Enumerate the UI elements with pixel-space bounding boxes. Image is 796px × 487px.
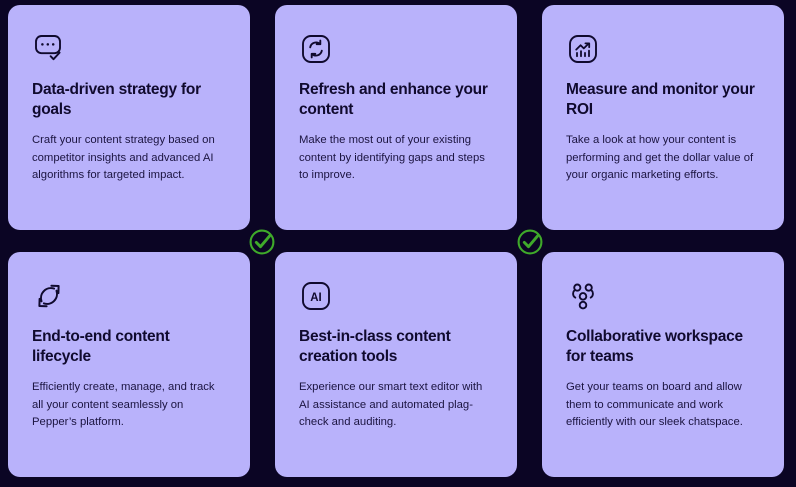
card-title: Refresh and enhance your content bbox=[299, 81, 488, 118]
card-body: Efficiently create, manage, and track al… bbox=[32, 381, 215, 428]
card-body: Make the most out of your existing conte… bbox=[299, 134, 485, 181]
people-group-icon bbox=[566, 279, 600, 313]
card-body: Craft your content strategy based on com… bbox=[32, 134, 215, 181]
lifecycle-arrows-icon bbox=[32, 279, 66, 313]
check-badge-two bbox=[516, 228, 544, 256]
card-title: Measure and monitor your ROI bbox=[566, 81, 755, 118]
feature-card-end-to-end-lifecycle[interactable]: End-to-end content lifecycle Efficiently… bbox=[8, 252, 250, 477]
card-body: Experience our smart text editor with AI… bbox=[299, 381, 483, 428]
feature-card-data-driven-strategy[interactable]: Data-driven strategy for goals Craft you… bbox=[8, 5, 250, 230]
refresh-square-icon bbox=[299, 32, 333, 66]
feature-card-collaborative-workspace[interactable]: Collaborative workspace for teams Get yo… bbox=[542, 252, 784, 477]
ai-square-icon: AI bbox=[299, 279, 333, 313]
card-body: Take a look at how your content is perfo… bbox=[566, 134, 754, 181]
svg-text:AI: AI bbox=[310, 292, 322, 304]
feature-card-content-creation-tools[interactable]: AI Best-in-class content creation tools … bbox=[275, 252, 517, 477]
feature-card-refresh-enhance[interactable]: Refresh and enhance your content Make th… bbox=[275, 5, 517, 230]
check-badge-one bbox=[248, 228, 276, 256]
feature-card-measure-roi[interactable]: Measure and monitor your ROI Take a look… bbox=[542, 5, 784, 230]
card-title: Best-in-class content creation tools bbox=[299, 328, 451, 365]
chart-growth-icon bbox=[566, 32, 600, 66]
chat-check-icon bbox=[32, 32, 66, 66]
card-title: Collaborative workspace for teams bbox=[566, 328, 743, 365]
card-title: End-to-end content lifecycle bbox=[32, 328, 170, 365]
card-body: Get your teams on board and allow them t… bbox=[566, 381, 743, 428]
card-title: Data-driven strategy for goals bbox=[32, 81, 201, 118]
